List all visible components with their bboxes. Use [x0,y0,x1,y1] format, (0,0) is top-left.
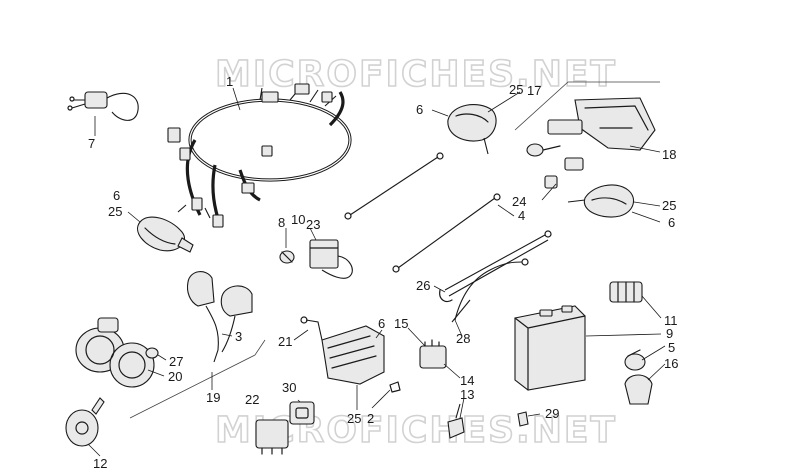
callout-9: 9 [666,326,673,341]
callout-25-left: 25 [108,204,122,219]
callout-6-lamp: 6 [378,316,385,331]
callout-12: 12 [93,456,107,471]
callout-20: 20 [168,369,182,384]
callout-19: 19 [206,390,220,405]
callout-25-right: 25 [662,198,676,213]
callout-28: 28 [456,331,470,346]
wire-cable-4 [392,193,501,273]
part-switch-7 [67,91,139,121]
group-frame-lights [514,81,660,131]
callout-21: 21 [278,334,292,349]
part-buzzer-5 [624,349,653,405]
callout-13: 13 [460,387,474,402]
callout-10: 10 [291,212,305,227]
wire-cable-24 [344,152,444,220]
part-turn-indicator-left [137,216,194,253]
part-relay-14 [419,339,447,369]
part-relay-22 [255,419,289,455]
part-wiring-harness-1 [167,83,352,228]
part-turn-indicator-top [447,104,497,155]
callout-24: 24 [512,194,526,209]
callout-25-top: 25 [509,82,523,97]
callout-17: 17 [527,83,541,98]
callout-30: 30 [282,380,296,395]
callout-29: 29 [545,406,559,421]
leader-lines [87,87,666,457]
part-headlight-20 [75,317,159,388]
group-frame-horn [129,339,266,419]
callout-8: 8 [278,215,285,230]
part-flasher-relay [279,239,353,279]
callout-6-left: 6 [113,188,120,203]
callout-6-top: 6 [416,102,423,117]
callout-3: 3 [235,329,242,344]
part-horn-12 [65,397,105,447]
part-lamp-6 [300,316,401,393]
callout-18: 18 [662,147,676,162]
part-bulb-29 [517,411,529,427]
callout-7: 7 [88,136,95,151]
part-handlebar-switches-3 [186,271,253,363]
callout-5: 5 [668,340,675,355]
wire-cable-26 [439,230,552,303]
callout-15: 15 [394,316,408,331]
part-rear-light [526,97,656,189]
callout-11: 11 [664,313,678,328]
callout-26: 26 [416,278,430,293]
part-battery-9 [514,305,586,391]
callout-14: 14 [460,373,474,388]
wire-cable-28 [451,258,529,323]
watermark-top: MICROFICHES.NET [215,54,617,95]
part-fuse-box-11 [609,281,643,303]
callout-6-right: 6 [668,215,675,230]
callout-25-lamp: 25 [347,411,361,426]
part-cap-30 [289,401,315,425]
callout-27: 27 [169,354,183,369]
callout-1: 1 [226,74,233,89]
part-turn-indicator-right [567,184,635,218]
callout-2: 2 [367,411,374,426]
callout-23: 23 [306,217,320,232]
part-socket-13 [447,403,465,439]
callout-4: 4 [518,208,525,223]
callout-22: 22 [245,392,259,407]
callout-16: 16 [664,356,678,371]
